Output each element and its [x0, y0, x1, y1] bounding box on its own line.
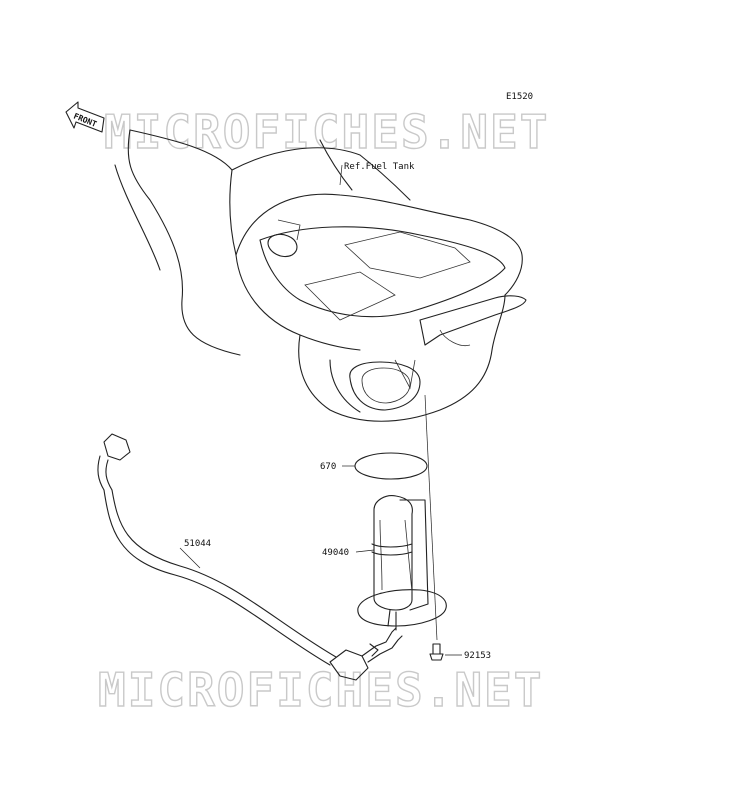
fuel-pump-label: 49040 [322, 548, 349, 558]
bolt [429, 643, 444, 661]
ref-fuel-tank-label: Ref.Fuel Tank [344, 162, 415, 172]
o-ring [354, 452, 428, 480]
diagram-code: E1520 [506, 92, 533, 102]
fuel-hose-label: 51044 [184, 539, 211, 549]
fuel-tank [235, 193, 527, 422]
fuel-hose [97, 433, 403, 681]
fuel-pump [357, 495, 447, 631]
bolt-label: 92153 [464, 651, 491, 661]
watermark-top: MICROFICHES.NET [104, 105, 549, 159]
o-ring-label: 670 [320, 462, 336, 472]
seat-body-outline [114, 129, 411, 356]
watermark-bottom: MICROFICHES.NET [98, 663, 543, 717]
front-arrow-icon: FRONT [65, 101, 105, 133]
bolt-center-line [424, 394, 438, 641]
